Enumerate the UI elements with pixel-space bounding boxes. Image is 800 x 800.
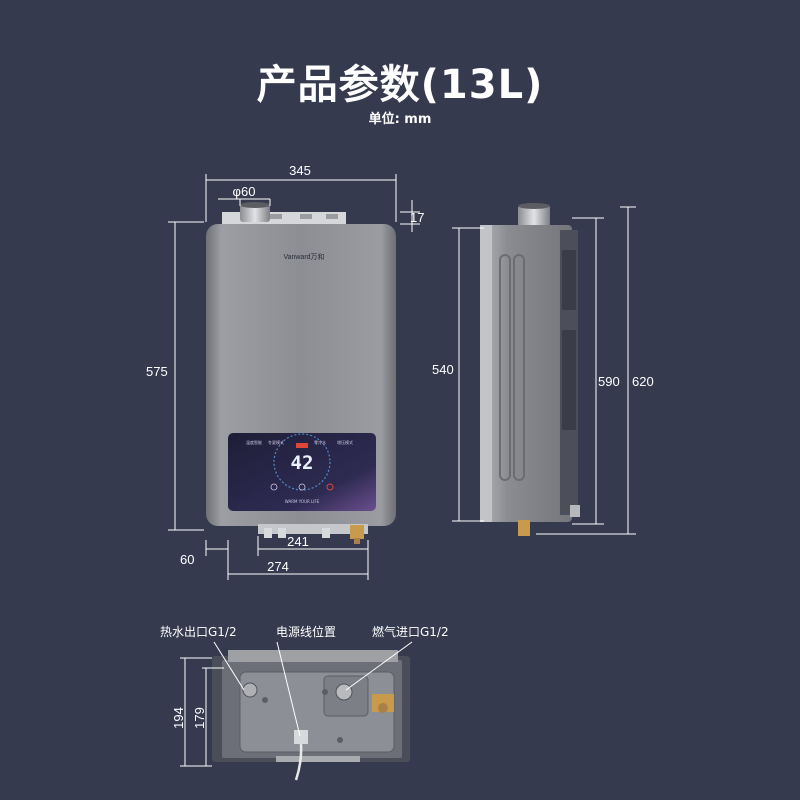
brand-logo: Vanward万和	[283, 252, 324, 261]
dim-bottom-inner: 241	[287, 534, 309, 549]
dim-height: 575	[146, 364, 168, 379]
gas-connector	[350, 525, 364, 539]
panel-label: 温度智能	[246, 439, 262, 445]
panel-label: 零冷水	[314, 439, 326, 445]
side-flue-pipe	[518, 205, 550, 227]
bottom-leaders	[180, 641, 413, 767]
dim-top-offset: 17	[410, 210, 424, 225]
dim-mid-height: 590	[598, 374, 620, 389]
front-dimensions	[168, 174, 420, 580]
power-button-icon	[326, 483, 334, 491]
side-body	[480, 225, 572, 522]
dim-bottom-outer-height: 194	[171, 707, 186, 729]
hot-water-outlet	[242, 682, 258, 698]
dim-bottom-inner-height: 179	[192, 707, 207, 729]
page-title: 产品参数(13L)	[256, 62, 544, 108]
dim-bottom-left: 60	[180, 552, 194, 567]
label-power-cord: 电源线位置	[276, 624, 336, 639]
flue-pipe	[240, 204, 270, 222]
bottom-view	[212, 650, 410, 781]
temperature-display: 42	[291, 452, 314, 474]
dim-bottom-outer: 274	[267, 559, 289, 574]
dim-pipe-diameter: φ60	[233, 184, 256, 199]
dim-total-height: 620	[632, 374, 654, 389]
label-hot-water-outlet: 热水出口G1/2	[160, 625, 237, 639]
front-view: Vanward万和 42 温度智能 冬夏模式 零冷水 增压模式 WARM YOU…	[206, 202, 396, 544]
side-view	[480, 203, 580, 536]
panel-footer: WARM YOUR LIFE	[285, 499, 320, 504]
unit-label: 单位: mm	[368, 112, 432, 127]
mode-icon	[298, 483, 306, 491]
side-gas-connector	[518, 520, 530, 536]
panel-label: 冬夏模式	[268, 439, 284, 445]
control-panel	[228, 433, 376, 511]
panel-label: 增压模式	[337, 439, 353, 445]
side-dimensions	[452, 206, 636, 535]
label-gas-inlet: 燃气进口G1/2	[372, 624, 449, 639]
gas-inlet	[335, 683, 353, 701]
power-cord-exit	[294, 730, 308, 744]
dim-width-top: 345	[289, 163, 311, 178]
power-icon	[270, 483, 278, 491]
dim-body-height: 540	[432, 362, 454, 377]
